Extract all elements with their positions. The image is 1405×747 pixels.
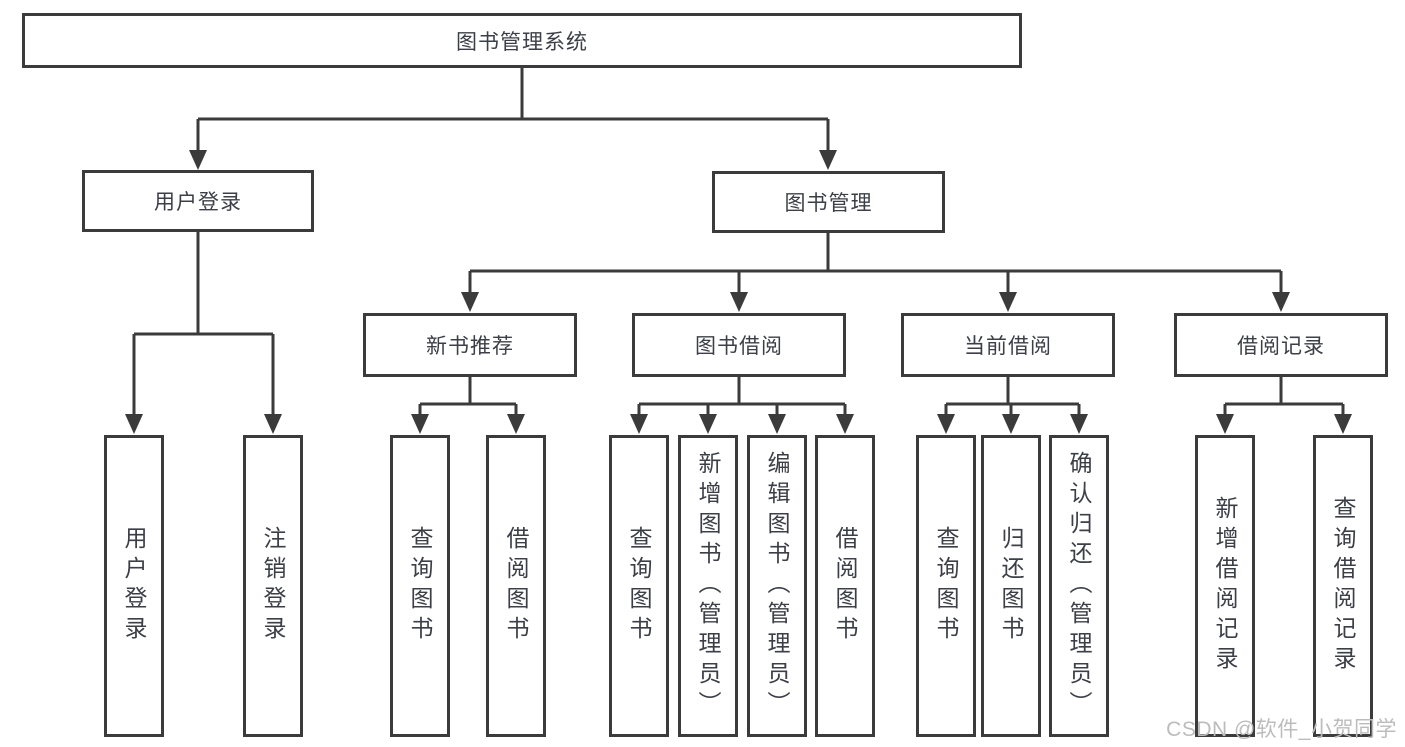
leaf-edit-book-admin: 编辑图书（管理员）: [747, 435, 807, 737]
leaf-query-book-recommend: 查询图书: [390, 435, 450, 737]
leaf-logout: 注销登录: [243, 435, 303, 737]
leaf-user-login: 用户登录: [104, 435, 164, 737]
node-new-book-recommend: 新书推荐: [363, 313, 577, 377]
node-user-login: 用户登录: [82, 170, 314, 232]
node-current-borrow: 当前借阅: [901, 313, 1115, 377]
leaf-return-book: 归还图书: [981, 435, 1041, 737]
node-borrow-records: 借阅记录: [1174, 313, 1388, 377]
leaf-borrow-book-recommend: 借阅图书: [486, 435, 546, 737]
node-root-system: 图书管理系统: [22, 13, 1022, 68]
leaf-confirm-return-admin: 确认归还（管理员）: [1049, 435, 1109, 737]
leaf-add-borrow-record: 新增借阅记录: [1195, 435, 1255, 737]
leaf-query-book-borrow: 查询图书: [609, 435, 669, 737]
node-book-management: 图书管理: [712, 171, 945, 233]
node-book-borrow: 图书借阅: [632, 313, 846, 377]
leaf-query-borrow-record: 查询借阅记录: [1313, 435, 1373, 737]
leaf-query-book-current: 查询图书: [916, 435, 976, 737]
leaf-borrow-book-borrow: 借阅图书: [815, 435, 875, 737]
leaf-add-book-admin: 新增图书（管理员）: [678, 435, 738, 737]
csdn-watermark: CSDN @软件_小贺同学: [1166, 718, 1397, 741]
